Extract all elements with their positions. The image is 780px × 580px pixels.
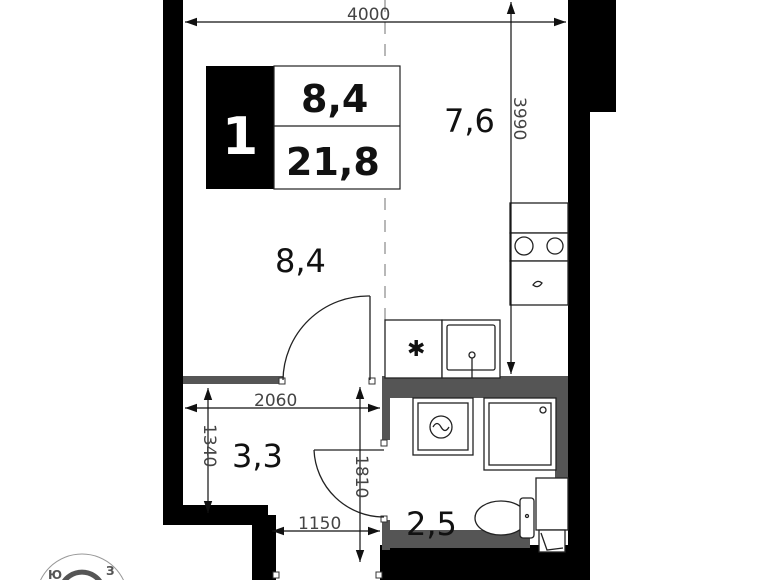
fridge-snowflake-icon: ✱ [407,337,425,362]
exterior-walls [163,0,616,580]
room-area-hallway: 3,3 [232,437,283,475]
badge-living-area: 8,4 [301,77,368,121]
badge-room-count: 1 [222,107,258,167]
room-area-kitchen: 7,6 [444,102,495,140]
compass-icon [40,553,124,580]
dim-entry-width: 1150 [298,514,341,534]
hob-burner-icon [546,237,564,255]
sink-tap-icon [468,351,476,359]
dim-kitchen-height: 3990 [509,97,529,140]
compass-west-label: З [106,564,115,578]
door-living-room[interactable] [282,295,371,381]
door-bathroom[interactable] [313,449,385,518]
dim-hallway-width: 2060 [254,391,297,411]
dimension-lines [185,2,566,562]
room-area-bathroom: 2,5 [406,505,457,543]
compass-south-label: Ю [48,568,62,580]
door-jambs [272,377,388,579]
toilet-icon [474,500,528,536]
apartment-info-badge [206,65,401,190]
dim-hallway-height: 1340 [199,424,219,467]
bathroom-fixtures [412,397,569,553]
hob-burner-icon [514,236,534,256]
kitchen-units [384,202,569,379]
oven-flame-icon [532,280,543,288]
badge-total-area: 21,8 [286,140,380,184]
dim-width-top: 4000 [347,5,390,25]
room-area-living: 8,4 [275,242,326,280]
dim-hall-depth: 1810 [351,455,371,498]
